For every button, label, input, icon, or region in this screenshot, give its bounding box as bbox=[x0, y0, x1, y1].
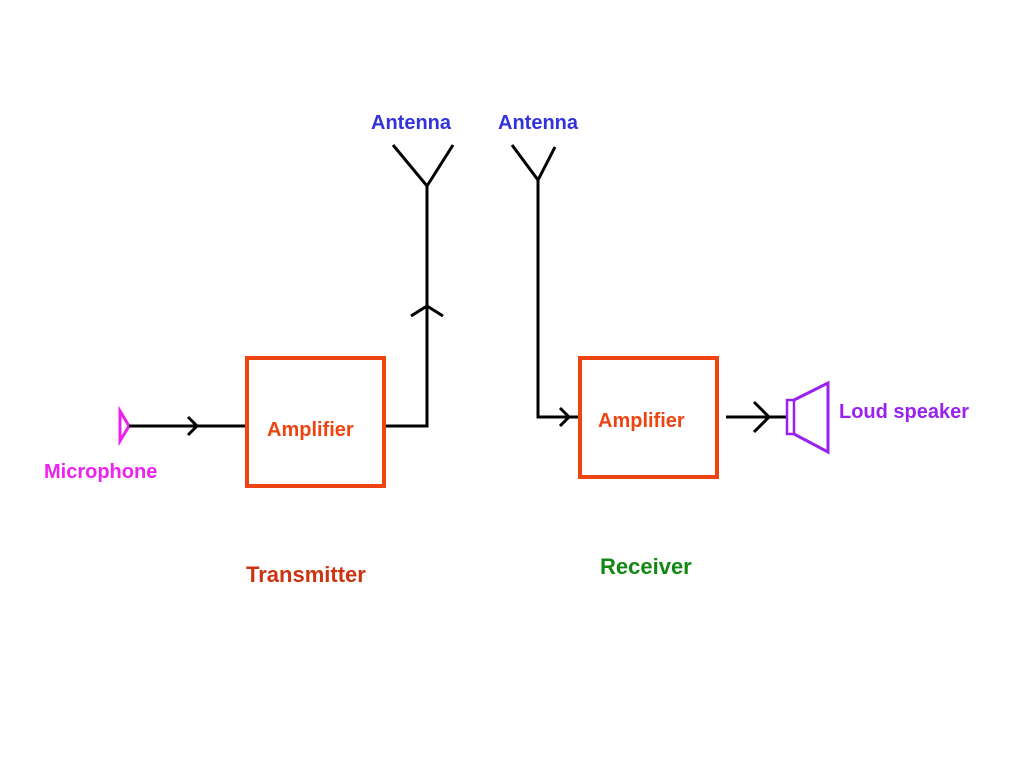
receiver-amplifier-box bbox=[578, 356, 719, 479]
transmitter-section-label: Transmitter bbox=[246, 562, 366, 587]
receiver-antenna-label: Antenna bbox=[498, 112, 578, 134]
receiver-antenna-wire bbox=[536, 180, 578, 428]
receiver-antenna-icon bbox=[510, 144, 557, 183]
loudspeaker-label: Loud speaker bbox=[839, 401, 970, 423]
receiver-section-label: Receiver bbox=[600, 554, 692, 579]
transmitter-antenna-icon bbox=[391, 144, 455, 189]
microphone-label: Microphone bbox=[44, 461, 158, 483]
microphone-icon bbox=[118, 405, 131, 447]
transmitter-antenna-wire bbox=[386, 186, 444, 428]
loudspeaker-wire bbox=[726, 400, 787, 434]
microphone-wire bbox=[129, 415, 246, 437]
receiver-amplifier-label: Amplifier bbox=[598, 410, 685, 432]
transmitter-amplifier-label: Amplifier bbox=[267, 419, 354, 441]
loudspeaker-icon bbox=[785, 380, 830, 455]
transmitter-antenna-label: Antenna bbox=[371, 112, 451, 134]
transmitter-amplifier-box bbox=[245, 356, 386, 488]
